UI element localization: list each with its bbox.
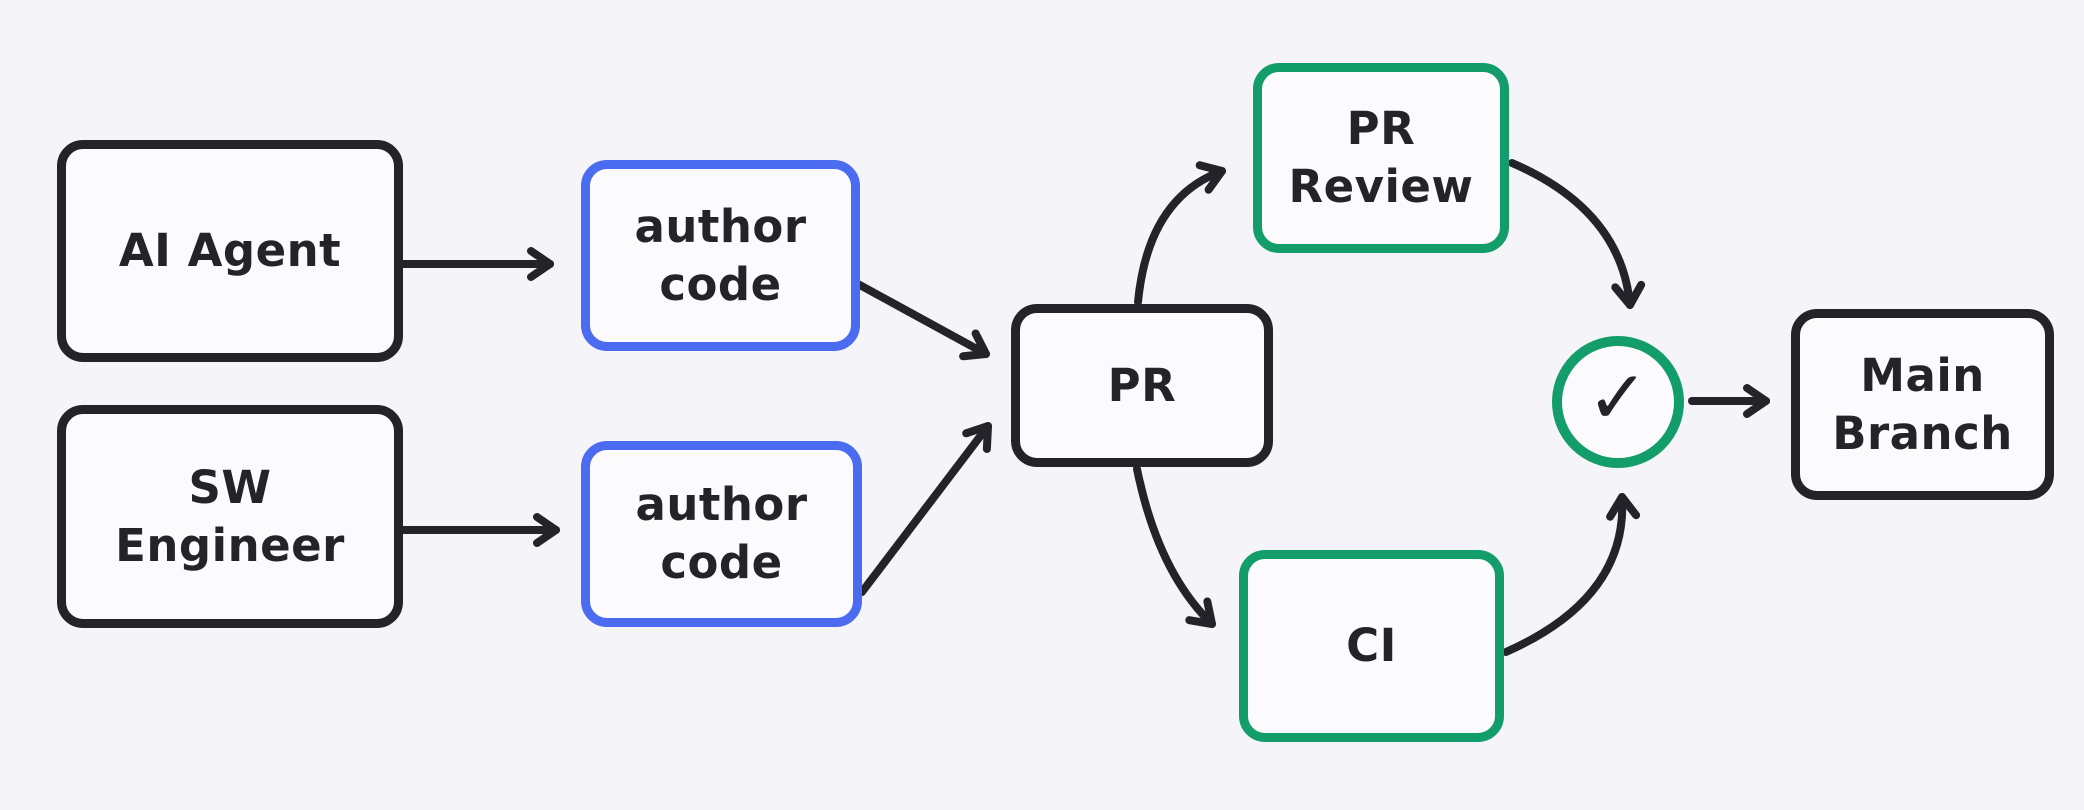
edge-author-code-bottom-to-pr xyxy=(858,422,992,596)
node-sw-engineer: SW Engineer xyxy=(57,405,403,628)
node-pr-review-label-line2: Review xyxy=(1288,160,1474,213)
node-author-code-top-label-line2: code xyxy=(659,257,782,311)
edge-ci-to-approval-check xyxy=(1502,493,1641,656)
node-pr-label: PR xyxy=(1107,358,1177,412)
node-pr-review: PR Review xyxy=(1253,63,1509,253)
node-main-branch-label-line1: Main xyxy=(1860,348,1985,402)
node-author-code-top: author code xyxy=(581,160,860,351)
edge-pr-to-ci xyxy=(1133,465,1216,628)
node-pr: PR xyxy=(1011,304,1273,467)
node-author-code-bottom-label-line2: code xyxy=(660,536,783,589)
edge-author-code-top-to-pr xyxy=(854,280,990,361)
node-main-branch-label-line2: Branch xyxy=(1832,406,2013,460)
node-pr-review-label-line1: PR xyxy=(1346,102,1416,155)
edge-pr-review-to-approval-check xyxy=(1508,159,1646,309)
node-sw-engineer-label-line1: SW xyxy=(188,460,272,514)
node-sw-engineer-label-line2: Engineer xyxy=(115,518,345,572)
node-author-code-bottom: author code xyxy=(581,441,862,627)
edge-pr-to-pr-review xyxy=(1134,161,1226,306)
node-main-branch: Main Branch xyxy=(1791,309,2054,500)
node-approval-check: ✓ xyxy=(1552,336,1684,468)
node-ai-agent: AI Agent xyxy=(57,140,403,362)
check-icon: ✓ xyxy=(1586,355,1650,441)
node-author-code-bottom-label-line1: author xyxy=(635,478,808,531)
node-ci-label: CI xyxy=(1346,619,1397,672)
node-ai-agent-label: AI Agent xyxy=(118,224,342,277)
node-ci: CI xyxy=(1239,550,1504,742)
node-author-code-top-label-line1: author xyxy=(634,199,807,253)
